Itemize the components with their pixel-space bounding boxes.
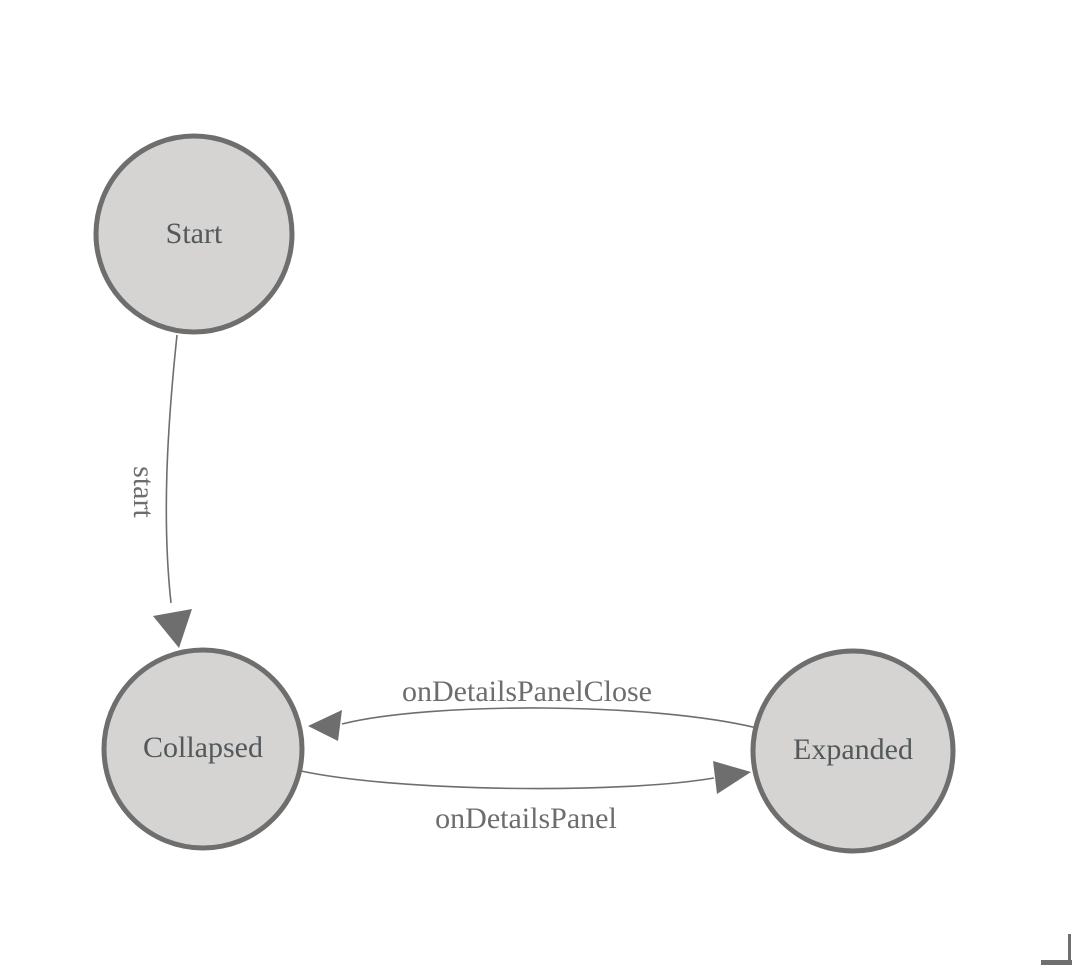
edge-expanded-to-collapsed: onDetailsPanelClose [308, 675, 758, 741]
canvas-corner-bracket [1041, 934, 1072, 965]
edge-start-to-collapsed: start [127, 334, 192, 648]
edge-label-start[interactable]: start [127, 466, 160, 518]
state-node-collapsed[interactable]: Collapsed [101, 647, 305, 851]
state-node-collapsed-label: Collapsed [143, 731, 263, 764]
edge-start-arrowhead [153, 609, 192, 648]
edge-start-line [165, 334, 178, 604]
state-node-expanded-label: Expanded [793, 733, 913, 766]
state-node-expanded[interactable]: Expanded [750, 648, 956, 854]
state-node-start[interactable]: Start [93, 133, 295, 335]
state-node-collapsed-circle[interactable] [101, 647, 305, 851]
state-node-start-label: Start [166, 217, 223, 250]
edge-ondetailspanel-line [300, 770, 715, 790]
edge-label-ondetailspanel[interactable]: onDetailsPanel [435, 802, 617, 835]
edge-collapsed-to-expanded: onDetailsPanel [300, 761, 751, 835]
corner-bracket-vertical [1068, 934, 1071, 962]
edge-ondetailspanelclose-arrowhead [308, 710, 342, 741]
corner-bracket-horizontal [1041, 960, 1072, 965]
state-node-start-circle[interactable] [93, 133, 295, 335]
edge-label-ondetailspanelclose[interactable]: onDetailsPanelClose [402, 675, 652, 708]
edge-ondetailspanelclose-line [341, 707, 758, 729]
state-node-expanded-circle[interactable] [750, 648, 956, 854]
edge-ondetailspanel-arrowhead [713, 761, 751, 794]
